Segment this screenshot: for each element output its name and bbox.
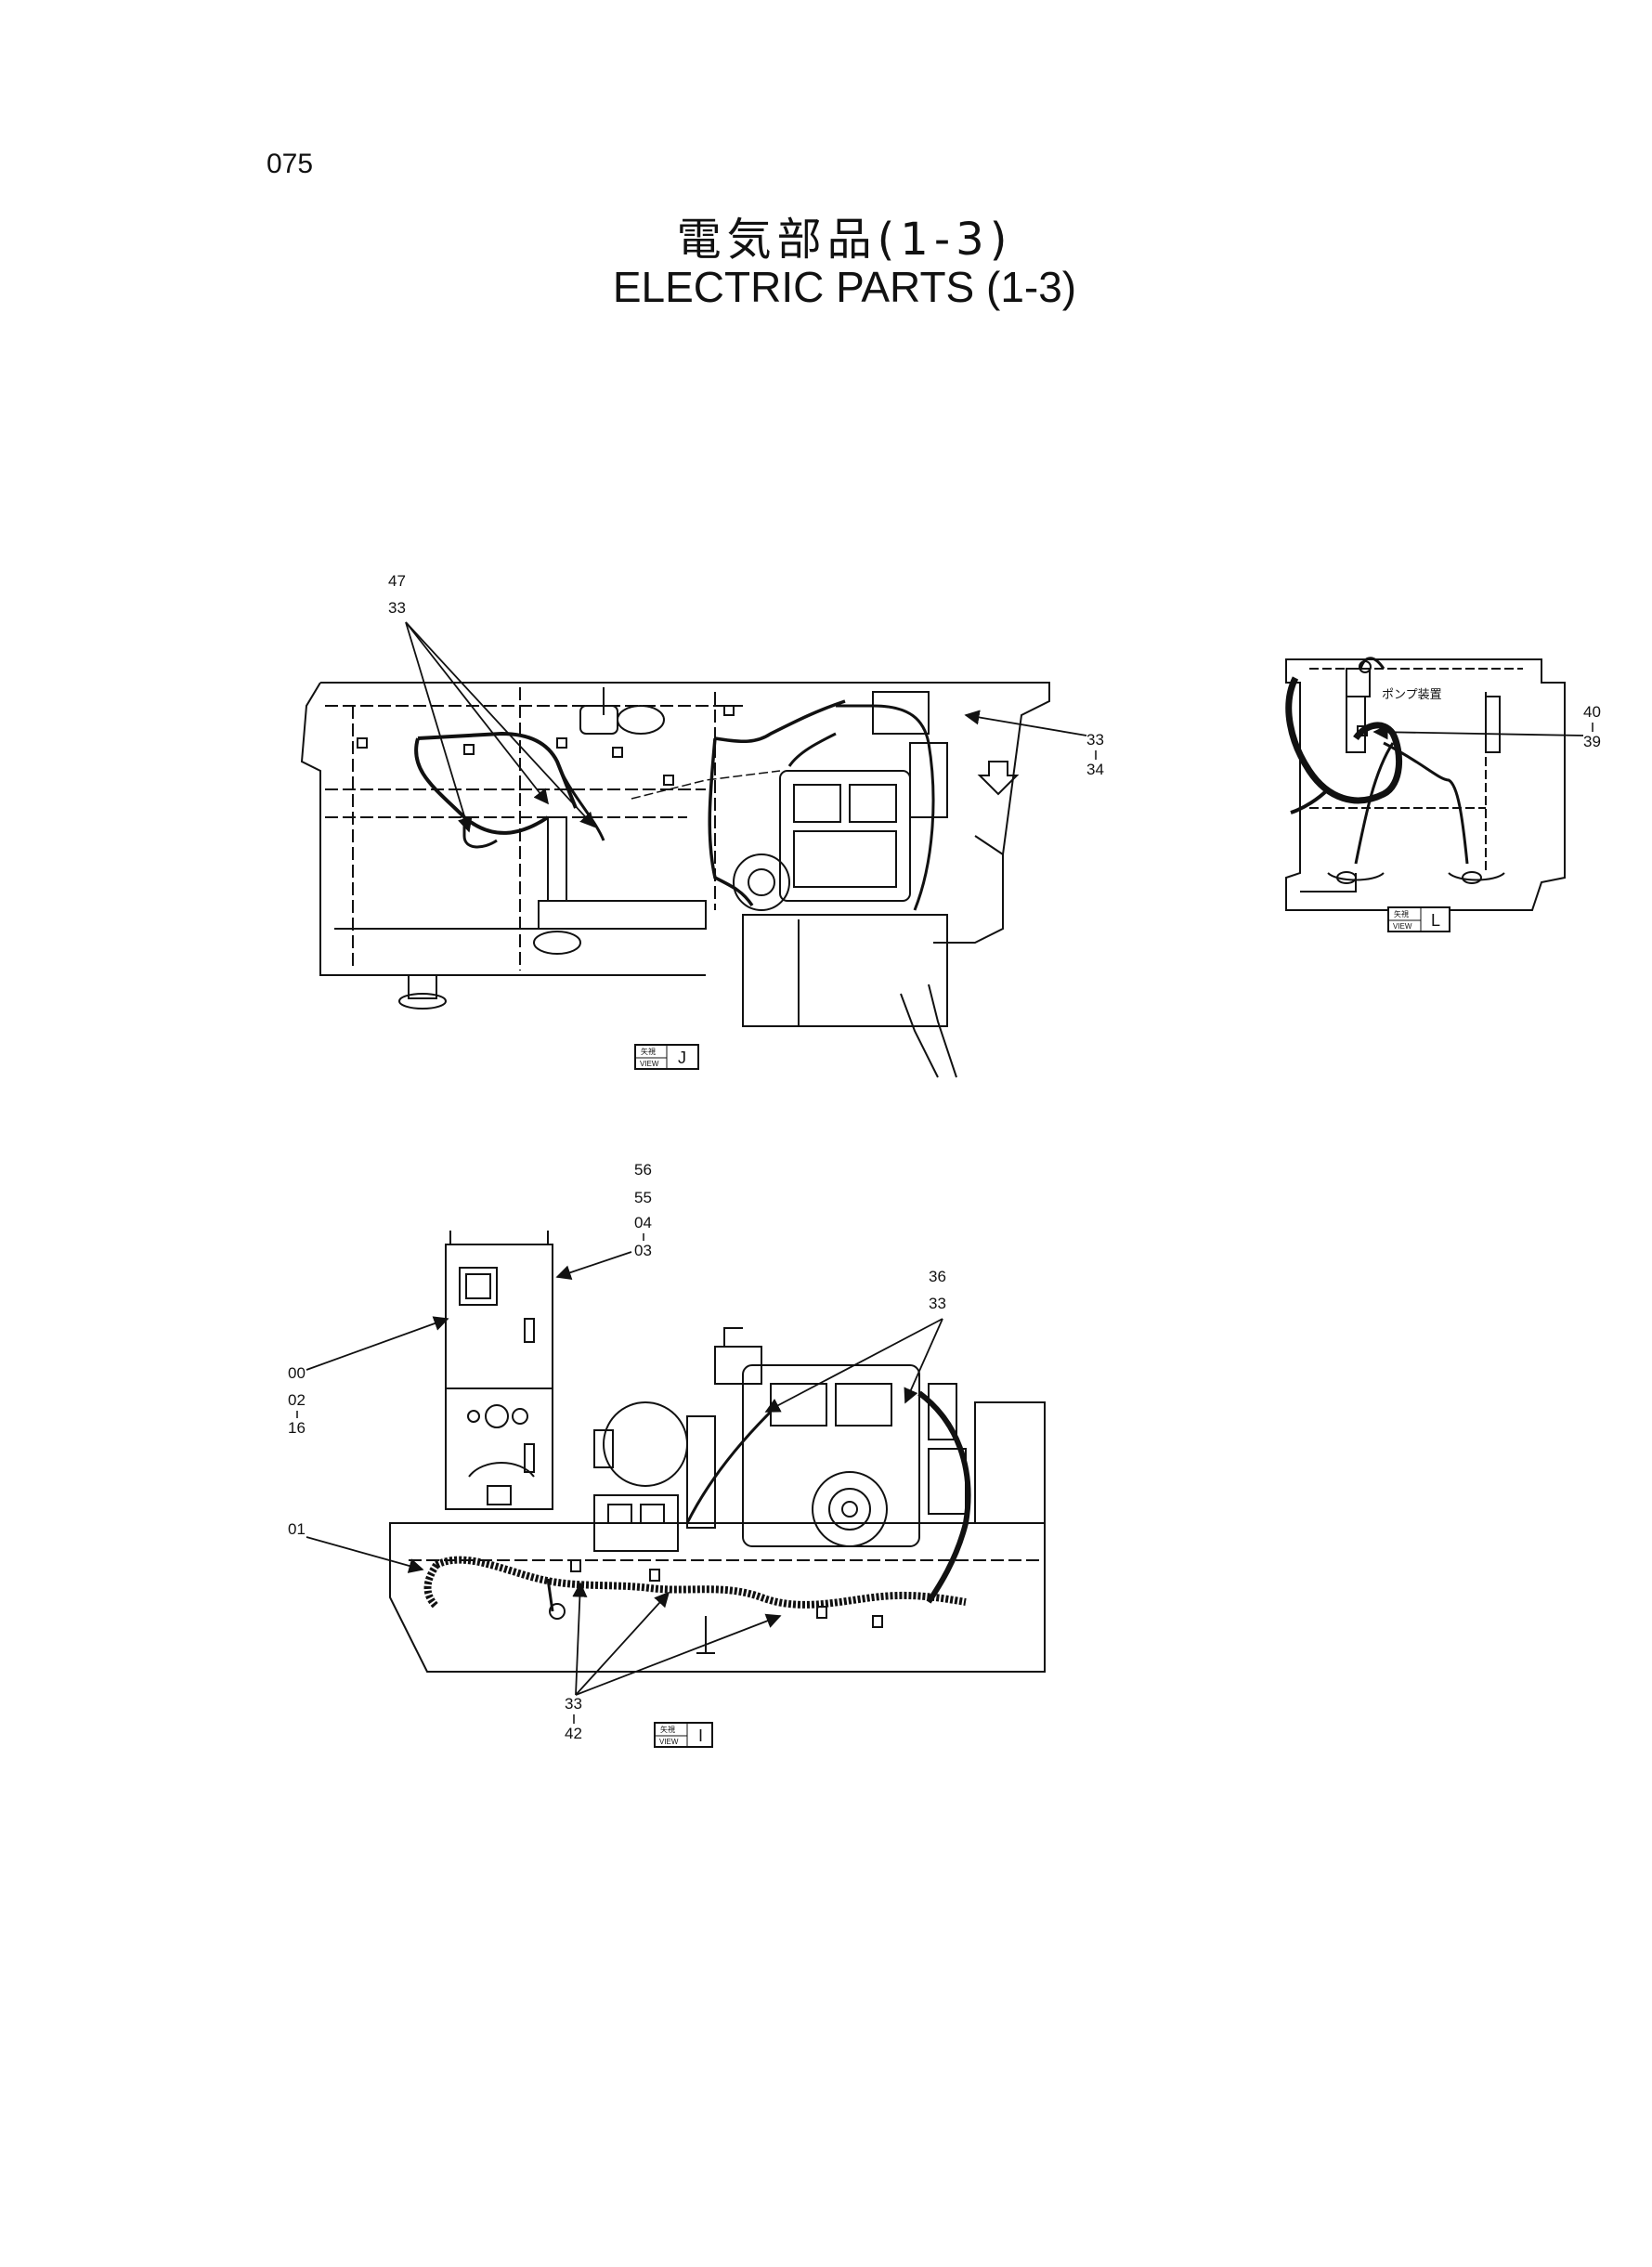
view-i-diagram [306, 1231, 1046, 1696]
callout-33-view-i-right: 33 [929, 1295, 946, 1312]
view-i-tag-letter: I [698, 1726, 703, 1745]
callout-02-view-i: 02 [288, 1391, 306, 1409]
callout-04-view-i: 04 [634, 1214, 652, 1231]
callout-56-view-i: 56 [634, 1161, 652, 1179]
view-i-tag: 矢視 VIEW I [654, 1722, 713, 1748]
callout-16-view-i: 16 [288, 1419, 306, 1437]
callout-34-view-j: 34 [1086, 761, 1104, 778]
view-j-diagram [300, 621, 1087, 1078]
callout-40-view-l: 40 [1583, 703, 1601, 721]
callout-36-view-i: 36 [929, 1268, 946, 1285]
callout-00-view-i: 00 [288, 1364, 306, 1382]
callout-55-view-i: 55 [634, 1189, 652, 1206]
view-j-tag: 矢視 VIEW J [634, 1044, 699, 1070]
callout-39-view-l: 39 [1583, 733, 1601, 750]
callout-42-view-i: 42 [565, 1725, 582, 1742]
title-japanese: 電気部品(1-3) [676, 214, 1013, 266]
view-i-tag-en: VIEW [659, 1738, 679, 1746]
title-english: ELECTRIC PARTS (1-3) [612, 263, 1077, 311]
callout-01-view-i: 01 [288, 1520, 306, 1538]
view-l-tag-en: VIEW [1393, 922, 1412, 931]
page-number: 075 [267, 149, 314, 179]
callout-33-view-j-right: 33 [1086, 731, 1104, 749]
view-l-pump-label: ポンプ装置 [1382, 688, 1442, 702]
view-l-tag-jp: 矢視 [1394, 909, 1409, 919]
view-l-diagram [1285, 657, 1584, 911]
view-j-tag-jp: 矢視 [641, 1047, 656, 1056]
view-i-tag-jp: 矢視 [660, 1725, 675, 1734]
callout-33-view-i-bottom: 33 [565, 1695, 582, 1713]
view-l-tag-letter: L [1431, 911, 1440, 930]
callout-03-view-i: 03 [634, 1242, 652, 1259]
view-j-tag-en: VIEW [640, 1060, 659, 1068]
callout-33-view-j-left: 33 [388, 599, 406, 617]
view-l-tag: 矢視 VIEW L [1387, 906, 1450, 932]
callout-47-view-j: 47 [388, 572, 406, 590]
view-j-tag-letter: J [678, 1049, 686, 1067]
